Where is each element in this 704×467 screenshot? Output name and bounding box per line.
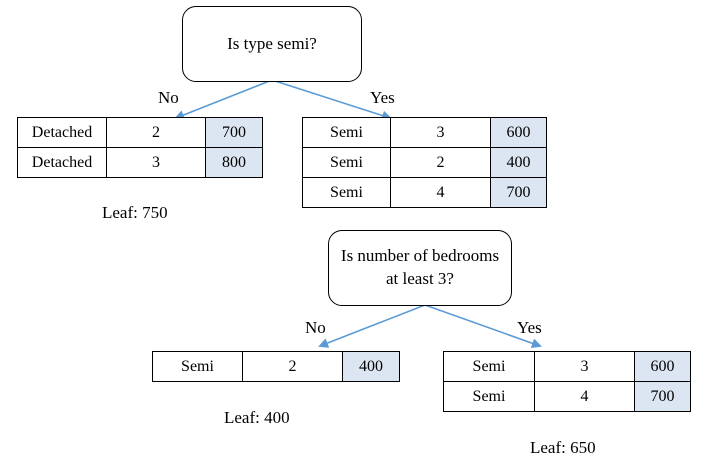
root-yes-arrow <box>271 79 392 121</box>
table-cell: Detached <box>17 147 107 178</box>
root-question-text: Is type semi? <box>227 33 317 53</box>
table-row: Semi 4 700 <box>443 381 691 412</box>
table-cell: 2 <box>106 117 206 148</box>
table-cell: Semi <box>443 351 535 382</box>
root-question-node: Is type semi? <box>182 6 362 82</box>
second-no-leaf: Leaf: 400 <box>224 408 290 427</box>
table-cell: 600 <box>490 117 547 148</box>
table-cell: 800 <box>205 147 263 178</box>
table-row: Semi 4 700 <box>302 177 547 208</box>
table-row: Detached 3 800 <box>17 147 263 178</box>
root-no-table: Detached 2 700 Detached 3 800 <box>17 117 263 178</box>
table-cell: 400 <box>342 351 400 382</box>
second-question-line1: Is number of bedrooms <box>340 246 500 266</box>
root-no-label: No <box>158 88 179 107</box>
table-row: Semi 2 400 <box>152 351 400 382</box>
table-cell: 700 <box>490 177 547 208</box>
table-cell: 4 <box>534 381 635 412</box>
root-yes-label: Yes <box>370 88 395 107</box>
second-yes-label: Yes <box>517 318 542 337</box>
table-cell: Semi <box>152 351 243 382</box>
table-cell: Semi <box>302 147 391 178</box>
table-row: Semi 3 600 <box>302 117 547 148</box>
root-no-leaf: Leaf: 750 <box>102 203 168 222</box>
second-no-arrow <box>318 304 426 348</box>
table-cell: 2 <box>390 147 491 178</box>
second-no-label: No <box>305 318 326 337</box>
table-row: Semi 3 600 <box>443 351 691 382</box>
second-no-table: Semi 2 400 <box>152 351 400 382</box>
table-cell: 3 <box>106 147 206 178</box>
table-cell: 2 <box>242 351 343 382</box>
root-no-arrow <box>174 79 273 120</box>
second-yes-table: Semi 3 600 Semi 4 700 <box>443 351 691 412</box>
second-question-line2: at least 3? <box>386 269 454 288</box>
root-yes-table: Semi 3 600 Semi 2 400 Semi 4 700 <box>302 117 547 208</box>
second-yes-arrow <box>424 304 542 349</box>
second-question-node: Is number of bedrooms at least 3? <box>328 230 512 306</box>
table-cell: 700 <box>205 117 263 148</box>
table-cell: 700 <box>634 381 691 412</box>
table-cell: Semi <box>302 177 391 208</box>
table-cell: 4 <box>390 177 491 208</box>
table-cell: 600 <box>634 351 691 382</box>
second-yes-leaf: Leaf: 650 <box>530 438 596 457</box>
table-cell: 3 <box>390 117 491 148</box>
table-cell: 400 <box>490 147 547 178</box>
table-row: Semi 2 400 <box>302 147 547 178</box>
table-cell: Semi <box>302 117 391 148</box>
table-cell: 3 <box>534 351 635 382</box>
table-row: Detached 2 700 <box>17 117 263 148</box>
table-cell: Detached <box>17 117 107 148</box>
table-cell: Semi <box>443 381 535 412</box>
